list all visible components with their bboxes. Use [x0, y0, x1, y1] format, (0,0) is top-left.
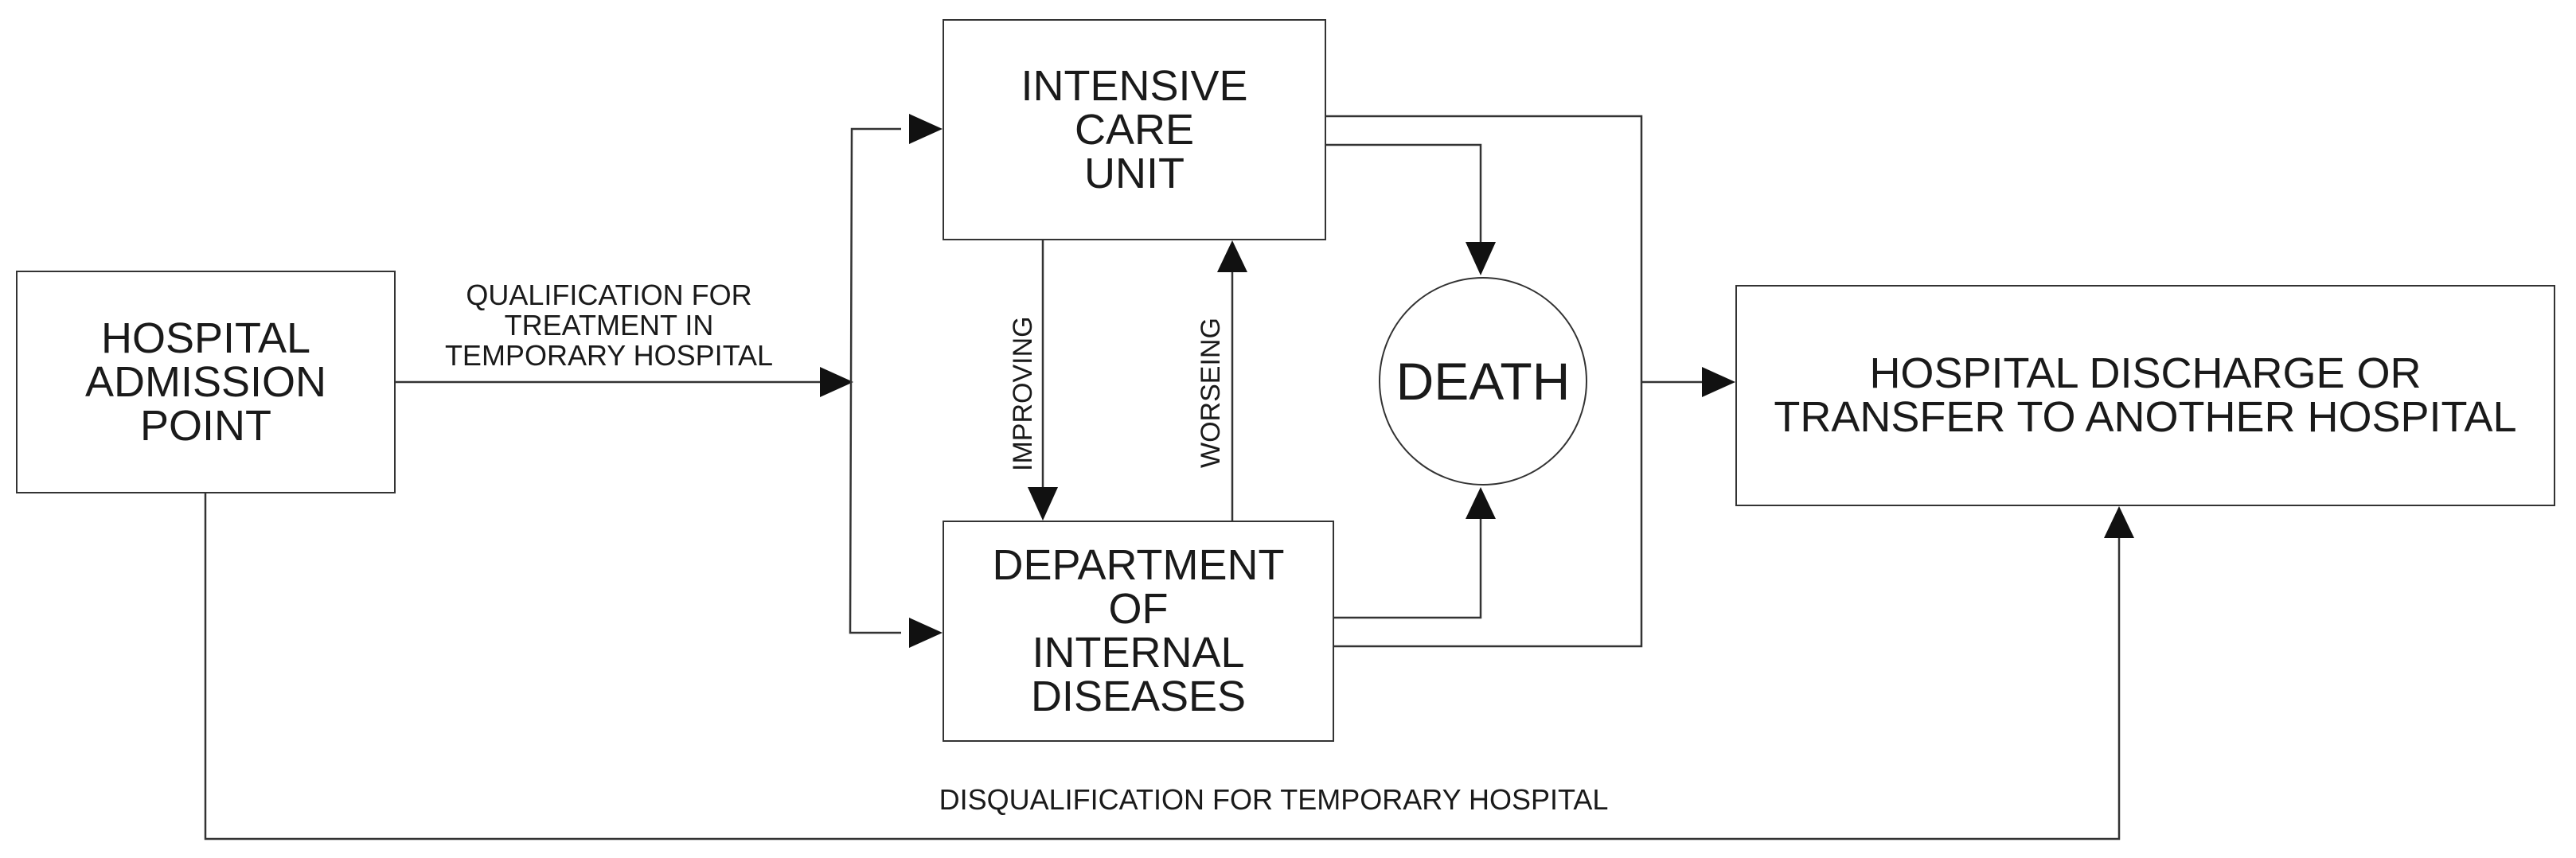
arrow-head-disqualification — [2104, 506, 2134, 538]
discharge-line-1: HOSPITAL DISCHARGE OR — [1869, 349, 2422, 397]
connector-disqualification — [204, 493, 2121, 840]
death-label: DEATH — [1395, 351, 1571, 411]
qualification-line-1: QUALIFICATION FOR — [466, 279, 752, 311]
qualification-line-2: TREATMENT IN — [504, 309, 714, 341]
icu-line-3: UNIT — [1084, 149, 1185, 197]
internal-line-4: DISEASES — [1030, 673, 1247, 720]
icu-line-1: INTENSIVE — [1021, 61, 1248, 110]
discharge-node: HOSPITAL DISCHARGE OR TRANSFER TO ANOTHE… — [1735, 285, 2555, 506]
internal-line-3: INTERNAL — [1032, 629, 1245, 677]
arrow-head-internal-death — [1466, 487, 1496, 519]
disqualification-label: DISQUALIFICATION FOR TEMPORARY HOSPITAL — [939, 783, 1609, 816]
connector-split-vertical — [849, 127, 901, 634]
qualification-line-3: TEMPORARY HOSPITAL — [444, 339, 774, 372]
arrow-head-icu-death — [1466, 242, 1496, 275]
internal-diseases-node: DEPARTMENT OF INTERNAL DISEASES — [943, 521, 1334, 742]
arrow-head-split — [820, 367, 853, 397]
arrow-head-worsening — [1217, 240, 1247, 272]
admission-node: HOSPITAL ADMISSION POINT — [16, 271, 396, 493]
admission-line-1: HOSPITAL — [100, 314, 311, 362]
admission-line-3: POINT — [139, 401, 271, 450]
arrow-head-improving — [1028, 487, 1058, 521]
connector-internal-to-death — [1334, 517, 1482, 619]
arrow-head-discharge — [1702, 367, 1735, 397]
improving-label: IMPROVING — [1008, 316, 1038, 471]
icu-node: INTENSIVE CARE UNIT — [943, 19, 1326, 240]
admission-line-2: ADMISSION — [84, 357, 327, 406]
internal-line-1: DEPARTMENT — [992, 541, 1285, 589]
qualification-label: QUALIFICATION FOR TREATMENT IN TEMPORARY… — [430, 280, 788, 371]
icu-line-2: CARE — [1074, 105, 1195, 154]
discharge-line-2: TRANSFER TO ANOTHER HOSPITAL — [1774, 393, 2517, 441]
arrow-head-internal — [909, 618, 943, 648]
death-node: DEATH — [1379, 277, 1587, 486]
connector-icu-to-death — [1326, 143, 1482, 244]
arrow-head-icu — [909, 114, 943, 144]
internal-line-2: OF — [1108, 585, 1169, 633]
worsening-label: WORSEING — [1196, 318, 1226, 468]
